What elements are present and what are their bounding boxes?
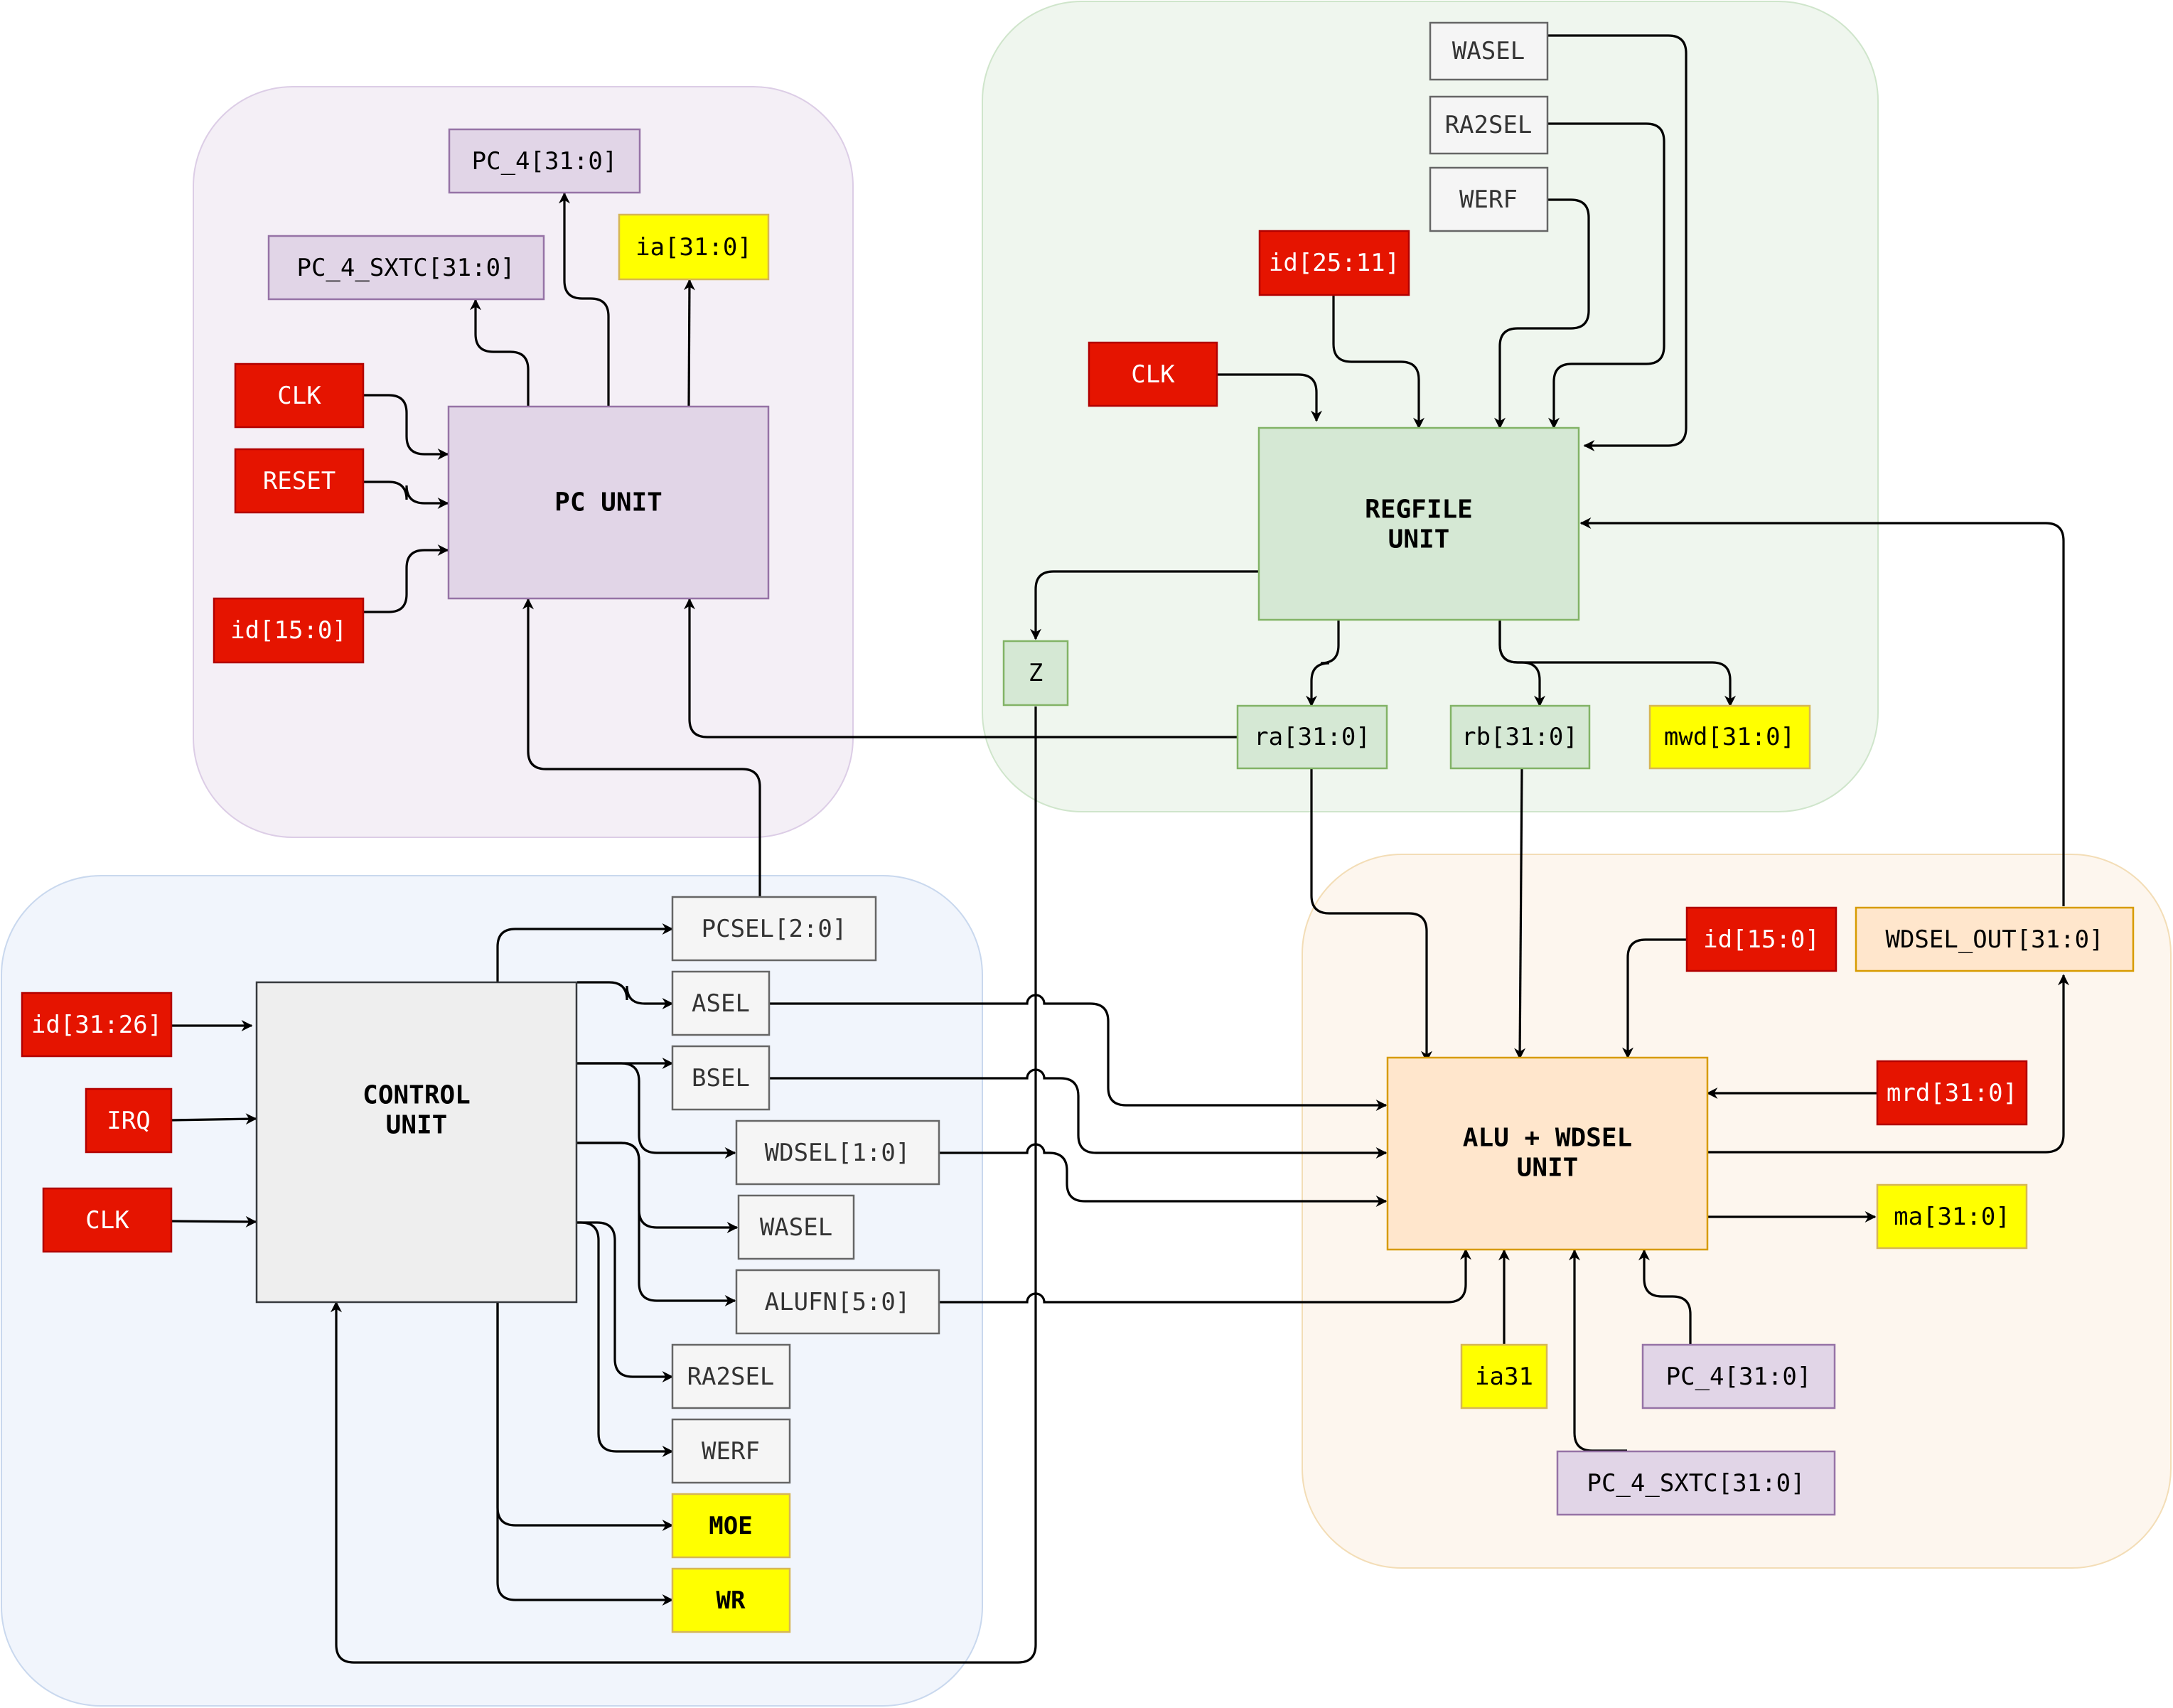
pc4-output-label: PC_4[31:0] [472,147,618,176]
rb-output-box [1449,704,1591,770]
moe-output-label: MOE [709,1512,752,1540]
control-unit-block [255,981,578,1304]
ia31-input-label: ia31 [1475,1363,1533,1391]
regfile-unit-block [1257,426,1580,621]
pc4-sxtc-output-box [267,235,545,301]
control-wasel-output-label: WASEL [760,1213,832,1242]
irq-input-box [85,1087,173,1154]
alufn-output-box [735,1269,940,1335]
irq-input-label: IRQ [107,1107,150,1135]
bsel-output-label: BSEL [692,1064,750,1092]
mrd-input-label: mrd[31:0] [1887,1079,2017,1107]
wdsel-out-output-label: WDSEL_OUT[31:0] [1885,925,2103,954]
ra-output-box [1236,704,1388,770]
regfile-ra2sel-box [1429,95,1549,155]
ia31-input-box [1460,1343,1548,1409]
control-unit-label-line2: UNIT [386,1111,448,1140]
wdsel-output-box [735,1119,940,1186]
pc-clk-input-label: CLK [277,382,321,410]
regfile-wasel-label: WASEL [1452,37,1525,65]
alu-unit-label-line1: ALU + WDSEL [1463,1124,1632,1153]
pc-clk-input-box [234,362,365,429]
ma-output-box [1876,1183,2028,1250]
alufn-output-label: ALUFN[5:0] [765,1288,911,1316]
alu-id-input-label: id[15:0] [1703,925,1820,954]
wdsel-output-label: WDSEL[1:0] [765,1139,911,1167]
ia-output-box [618,213,770,281]
pc-reset-input-box [234,448,365,514]
regfile-id-input-label: id[25:11] [1269,249,1400,277]
regfile-id-input-box [1258,230,1410,296]
alu-pc4-sxtc-input-box [1556,1450,1836,1516]
wr-output-box [671,1567,791,1633]
mwd-output-label: mwd[31:0] [1664,723,1795,751]
control-unit-label-line1: CONTROL [363,1081,471,1110]
control-ra2sel-output-label: RA2SEL [687,1363,775,1391]
pc4-output-box [448,128,641,194]
control-werf-output-box [671,1418,791,1484]
wdsel-out-output-box [1855,906,2135,972]
bsel-output-box [671,1045,771,1111]
z-output-box [1002,640,1069,707]
regfile-unit-label-line2: UNIT [1388,525,1450,554]
wires [171,34,2069,1664]
pc-unit-block [447,405,770,600]
asel-output-box [671,970,771,1036]
regfile-werf-label: WERF [1459,186,1518,214]
ia-output-label: ia[31:0] [635,233,752,262]
alu-pc4-input-label: PC_4[31:0] [1666,1363,1812,1391]
wr-output-label: WR [717,1586,746,1615]
control-id-input-label: id[31:26] [31,1011,162,1039]
control-clk-input-label: CLK [85,1206,129,1235]
control-werf-output-label: WERF [702,1437,760,1466]
alu-pc4-input-box [1641,1343,1836,1409]
regfile-wasel-box [1429,21,1549,81]
regfile-clk-input-label: CLK [1131,360,1175,389]
pc-id-input-label: id[15:0] [230,616,347,645]
pcsel-output-label: PCSEL[2:0] [702,915,847,943]
control-wasel-output-box [737,1194,855,1260]
asel-output-label: ASEL [692,989,750,1018]
z-output-label: Z [1029,659,1043,687]
regfile-ra2sel-label: RA2SEL [1445,111,1533,139]
alu-pc4-sxtc-input-label: PC_4_SXTC[31:0] [1587,1469,1805,1498]
rb-output-label: rb[31:0] [1461,723,1578,751]
regfile-unit-label-line1: REGFILE [1365,495,1473,525]
control-clk-input-box [42,1187,173,1253]
regfile-region [982,1,1879,812]
mwd-output-box [1648,704,1811,770]
ma-output-label: ma[31:0] [1894,1203,2010,1231]
alu-unit-label-line2: UNIT [1517,1154,1579,1183]
moe-output-box [671,1493,791,1559]
mrd-input-box [1876,1060,2028,1126]
regfile-werf-box [1429,166,1549,232]
alu-id-input-box [1685,906,1837,972]
pc-reset-input-label: RESET [263,467,336,495]
pc-id-input-box [213,597,365,664]
ra-output-label: ra[31:0] [1254,723,1370,751]
regfile-clk-input-box [1088,341,1218,407]
control-id-input-box [21,992,173,1058]
pc4-sxtc-output-label: PC_4_SXTC[31:0] [296,254,515,282]
pcsel-output-box [671,896,877,962]
control-ra2sel-output-box [671,1343,791,1409]
alu-unit-block [1386,1056,1709,1251]
pc-unit-label: PC UNIT [554,488,662,517]
